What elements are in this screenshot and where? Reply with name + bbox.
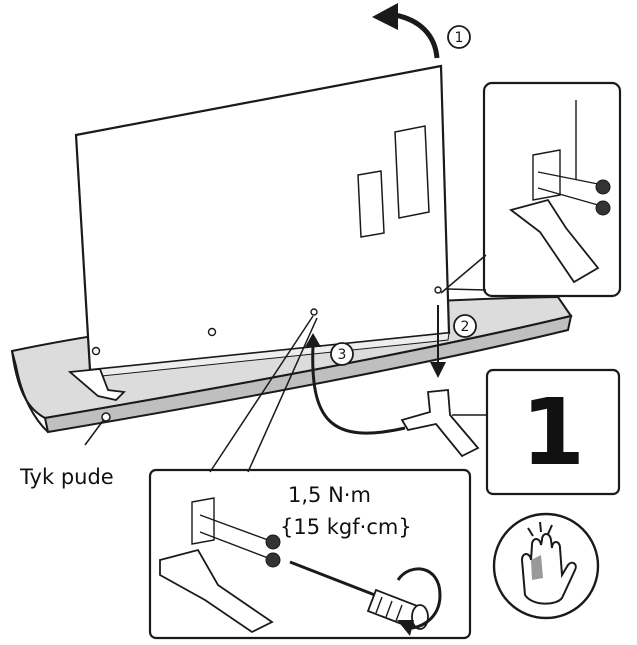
screw-icon	[595, 200, 611, 216]
cushion-pointer	[84, 417, 106, 446]
screw-icon	[595, 179, 611, 195]
svg-text:2: 2	[461, 319, 470, 335]
screw-icon	[265, 552, 281, 568]
rotate-arrow	[372, 3, 440, 59]
part-number: 1	[520, 378, 585, 486]
detail-box-top	[482, 81, 622, 298]
tv-panel	[74, 64, 451, 378]
step-1-badge: 1	[447, 25, 471, 49]
hand-caution-icon	[492, 512, 600, 620]
rear-cover-large	[394, 125, 430, 219]
step-2-badge: 2	[453, 314, 477, 338]
left-hole	[91, 346, 101, 356]
left-stand	[67, 368, 126, 401]
stand-part	[400, 389, 480, 458]
torque-nm-label: 1,5 N·m	[288, 483, 371, 507]
center-hole	[207, 327, 217, 337]
detail-box-bottom	[148, 468, 472, 640]
step-3-badge: 3	[330, 342, 354, 366]
rear-cover-small	[357, 170, 385, 238]
step-3-arrow	[305, 333, 406, 435]
torque-kgf-label: {15 kgf·cm}	[280, 515, 412, 539]
cushion-label: Tyk pude	[20, 465, 114, 489]
step-2-arrow	[430, 305, 446, 378]
screw-icon	[265, 534, 281, 550]
mount-hole-left	[310, 308, 318, 316]
svg-text:1: 1	[455, 30, 464, 46]
part-number-box	[485, 368, 621, 496]
rotate-clockwise-icon	[396, 567, 442, 636]
svg-text:3: 3	[338, 347, 347, 363]
mount-hole-right	[434, 286, 442, 294]
